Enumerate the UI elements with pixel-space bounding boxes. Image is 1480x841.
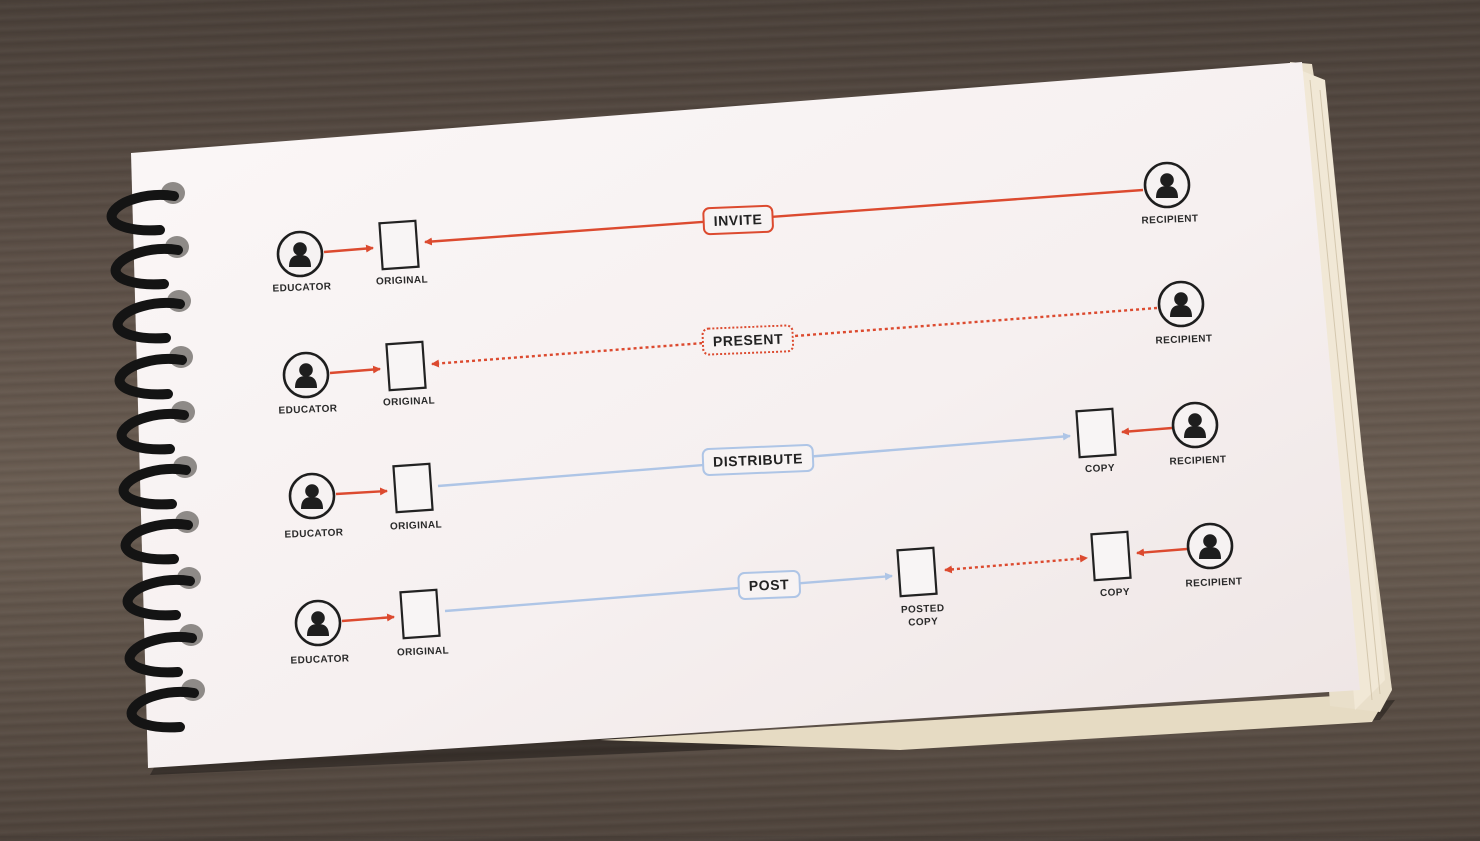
arrow: [1121, 426, 1173, 436]
arrow: [341, 613, 395, 623]
arrow: [329, 365, 381, 375]
document-icon: [1090, 530, 1132, 582]
document-icon: [896, 546, 938, 598]
arrow: [1136, 547, 1188, 557]
arrow: [323, 244, 374, 254]
person-icon: [288, 472, 336, 520]
row-invite: [276, 161, 1191, 278]
document-icon: [392, 462, 434, 514]
person-icon: [1171, 401, 1219, 449]
invite-connector: [424, 188, 1144, 246]
person-icon: [1186, 522, 1234, 570]
person-icon: [1143, 161, 1191, 209]
document-icon: [1075, 407, 1117, 459]
notebook-page: [131, 62, 1360, 768]
document-icon: [399, 588, 441, 640]
person-icon: [276, 230, 324, 278]
person-icon: [282, 351, 330, 399]
person-icon: [1157, 280, 1205, 328]
present-connector: [431, 306, 1158, 368]
row-present: [282, 280, 1205, 399]
post-connector: [444, 572, 893, 613]
arrow: [335, 487, 388, 496]
person-icon: [294, 599, 342, 647]
document-icon: [378, 219, 420, 271]
row-post: [294, 522, 1234, 647]
spiral-binding: [106, 190, 199, 733]
document-icon: [385, 340, 427, 392]
